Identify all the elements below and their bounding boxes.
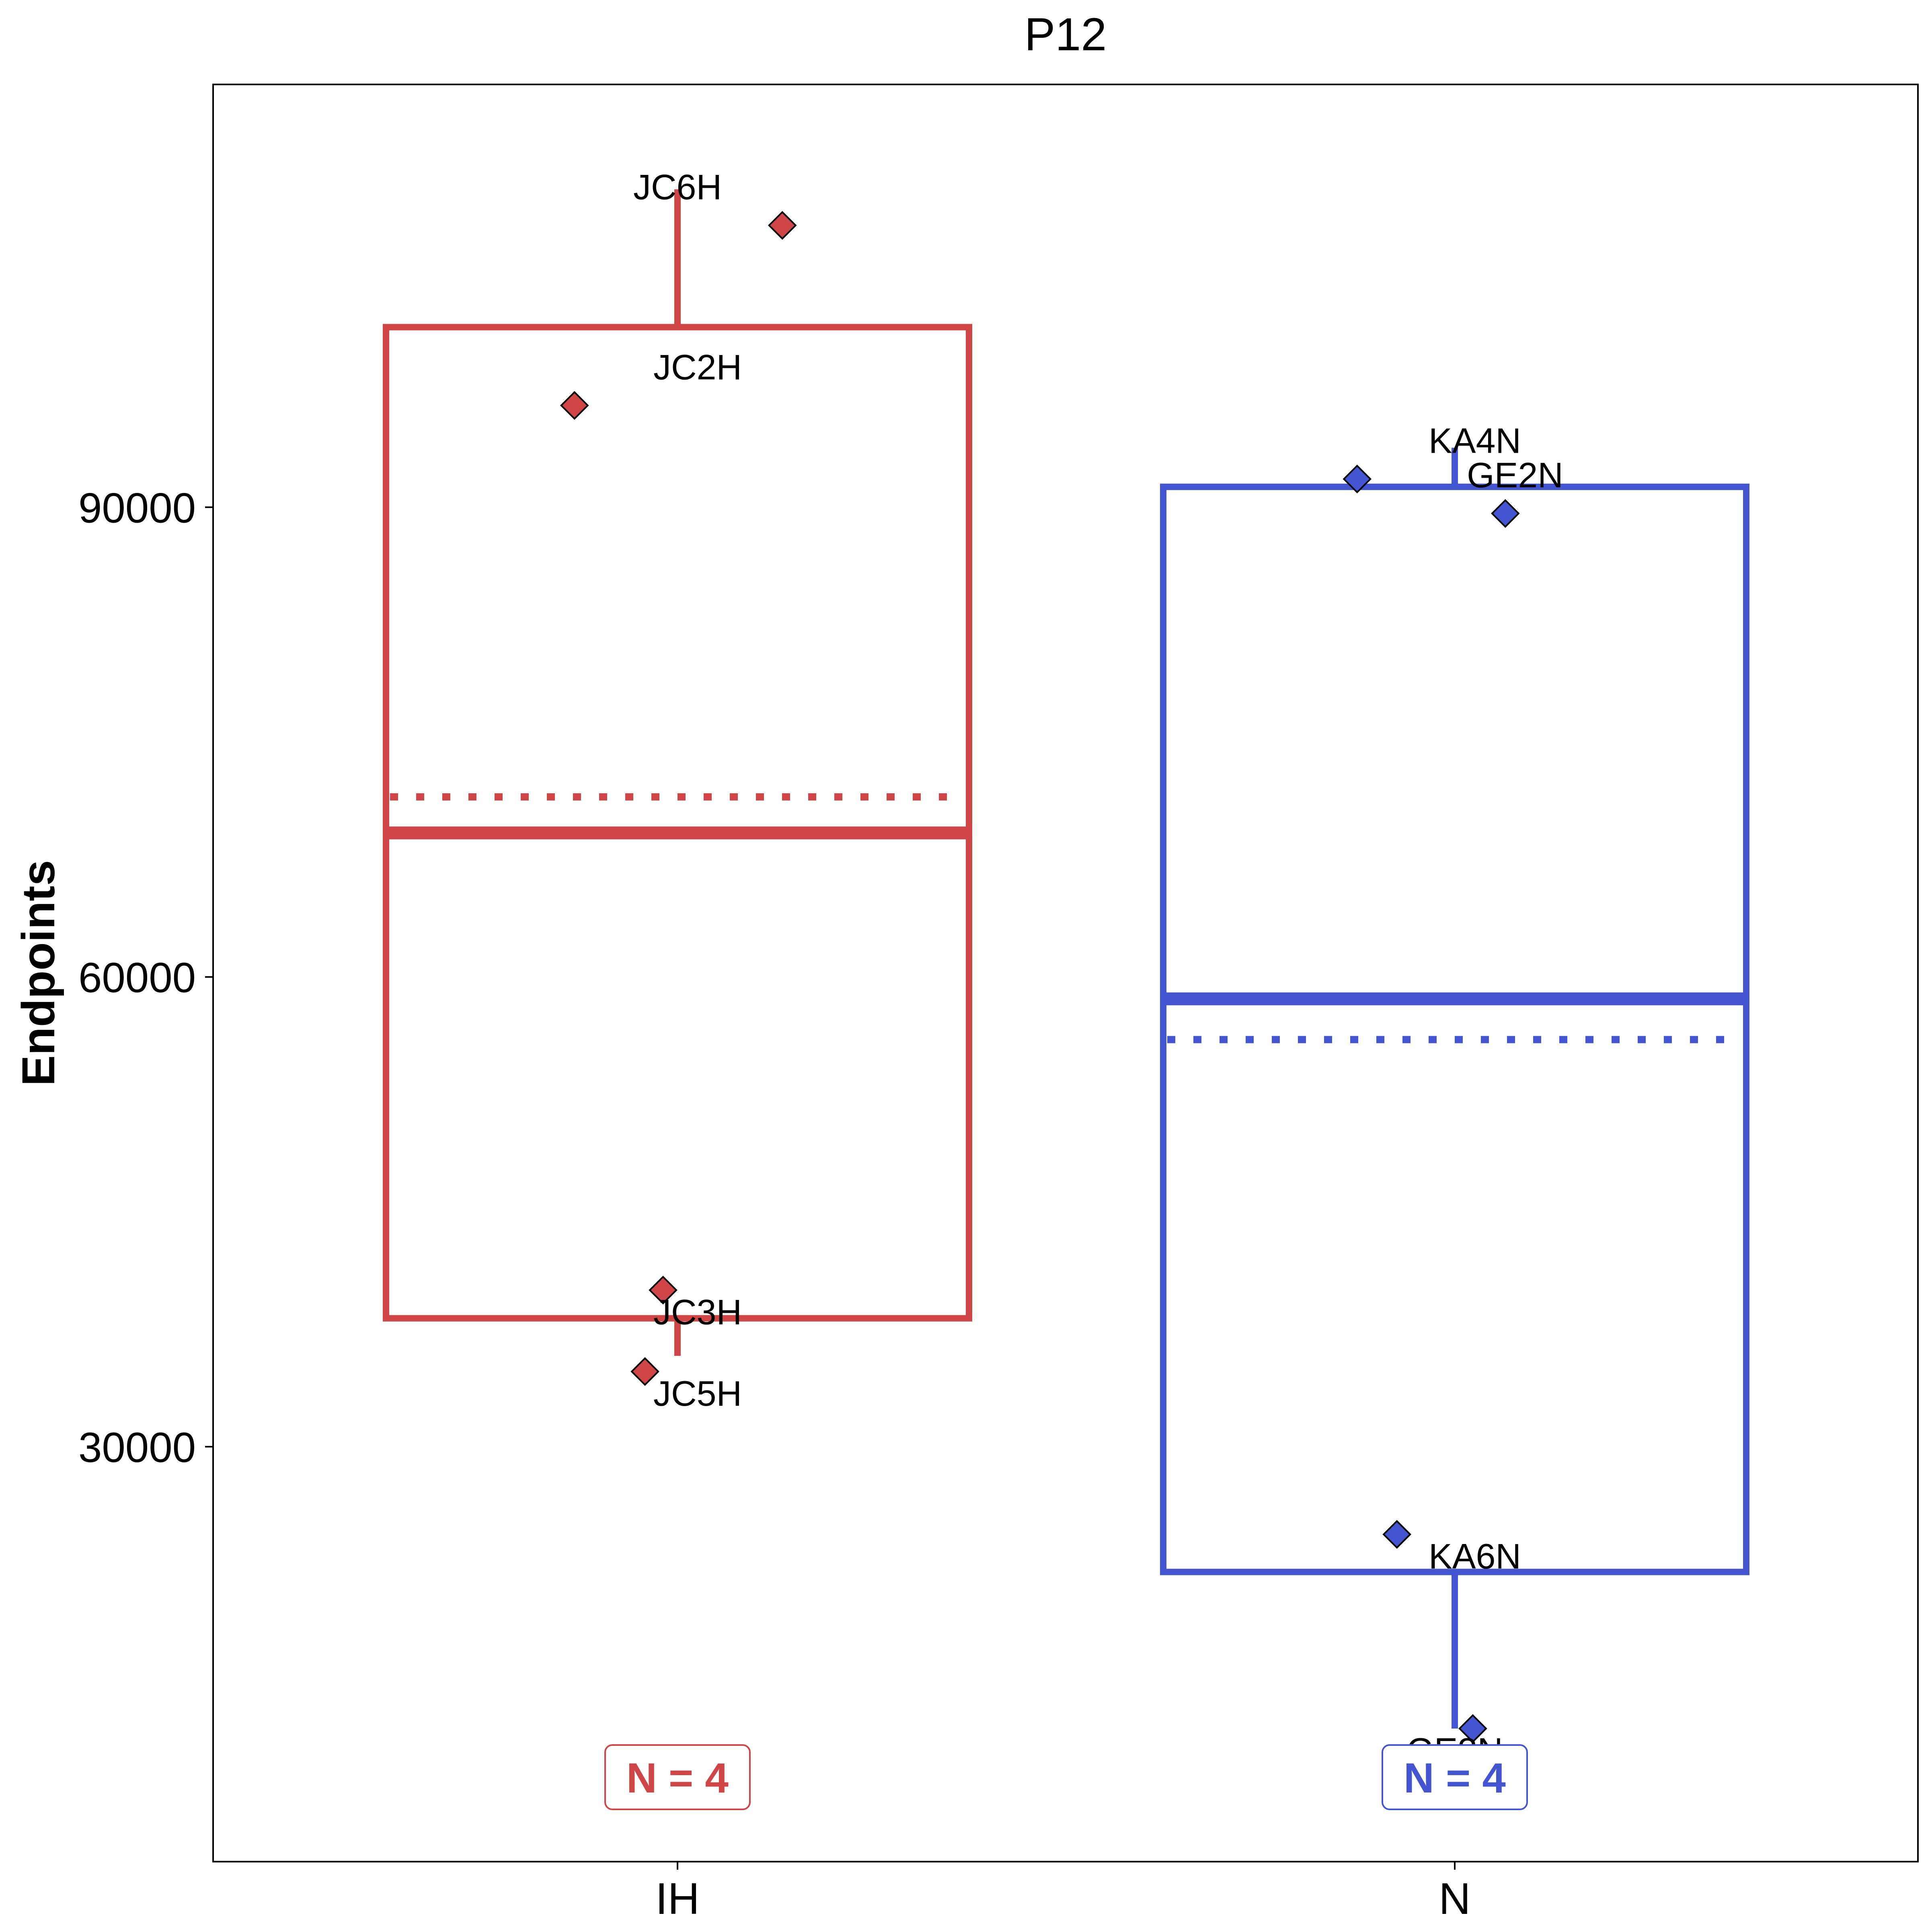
data-point-jc3h	[649, 1275, 678, 1305]
n-count-badge-n	[1382, 1744, 1528, 1810]
n-count-badge-ih	[604, 1744, 751, 1810]
y-tick-label: 90000	[78, 485, 196, 532]
point-label-ge2n: GE2N	[1467, 455, 1563, 495]
point-label-ka6n: KA6N	[1429, 1536, 1521, 1576]
box-ih	[383, 324, 972, 1322]
point-label-jc6h: JC6H	[633, 167, 722, 207]
data-point-jc5h	[630, 1357, 659, 1386]
n-count-label-ih: N = 4	[626, 1755, 729, 1802]
point-label-jc2h: JC2H	[653, 347, 742, 387]
point-label-ka4n: KA4N	[1429, 421, 1521, 460]
point-label-jc5h: JC5H	[653, 1374, 742, 1413]
data-point-ge2n	[1491, 499, 1520, 528]
data-point-jc6h	[768, 211, 797, 240]
data-point-jc2h	[560, 391, 589, 420]
data-point-ka4n	[1343, 464, 1372, 494]
box-n	[1160, 483, 1749, 1575]
chart-title: P12	[1025, 9, 1107, 60]
y-axis-label: Endpoints	[13, 860, 64, 1086]
y-tick-label: 30000	[78, 1424, 196, 1471]
x-tick-label: N	[1439, 1874, 1470, 1924]
y-tick-label: 60000	[78, 955, 196, 1002]
data-point-ge3n	[1458, 1714, 1487, 1743]
x-tick-label: IH	[655, 1874, 700, 1924]
n-count-label-n: N = 4	[1404, 1755, 1506, 1802]
plot-panel-border	[212, 84, 1919, 1862]
point-label-jc3h: JC3H	[653, 1292, 742, 1332]
data-point-ka6n	[1382, 1520, 1411, 1549]
